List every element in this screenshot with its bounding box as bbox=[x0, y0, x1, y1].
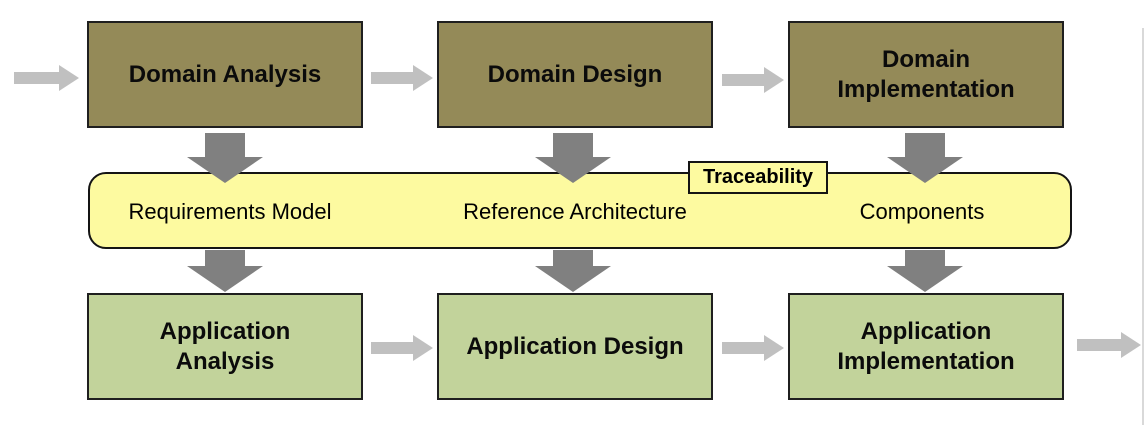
box-label: Domain Implementation bbox=[837, 46, 1015, 103]
arrow-shaft bbox=[905, 250, 945, 266]
arrow-head bbox=[413, 335, 433, 361]
arrow-shaft bbox=[205, 133, 245, 157]
box-label: Application Implementation bbox=[837, 318, 1015, 375]
box-label: Domain Analysis bbox=[128, 60, 322, 88]
down-arrow-to-application-design-icon bbox=[535, 250, 611, 292]
reference-architecture-label: Reference Architecture bbox=[463, 199, 687, 224]
arrow-head bbox=[764, 67, 784, 93]
arrow-application-design-to-implementation-icon bbox=[722, 335, 784, 361]
arrow-shaft bbox=[371, 72, 413, 84]
arrow-head bbox=[1121, 332, 1141, 358]
arrow-shaft bbox=[1077, 339, 1121, 351]
domain-design-box: Domain Design bbox=[437, 21, 713, 128]
arrow-application-analysis-to-design-icon bbox=[371, 335, 433, 361]
page-edge-line bbox=[1142, 28, 1144, 425]
arrow-head bbox=[187, 157, 263, 183]
arrow-head bbox=[887, 266, 963, 292]
arrow-head bbox=[59, 65, 79, 91]
arrow-shaft bbox=[722, 342, 764, 354]
entry-arrow-icon bbox=[14, 65, 79, 91]
arrow-shaft bbox=[553, 133, 593, 157]
arrow-head bbox=[535, 157, 611, 183]
down-arrow-domain-implementation-icon bbox=[887, 133, 963, 183]
exit-arrow-icon bbox=[1077, 332, 1141, 358]
arrow-shaft bbox=[553, 250, 593, 266]
down-arrow-domain-design-icon bbox=[535, 133, 611, 183]
components-label: Components bbox=[859, 199, 985, 224]
domain-implementation-box: Domain Implementation bbox=[788, 21, 1064, 128]
arrow-shaft bbox=[722, 74, 764, 86]
box-label: Application Analysis bbox=[159, 318, 291, 375]
application-analysis-box: Application Analysis bbox=[87, 293, 363, 400]
requirements-model-label: Requirements Model bbox=[128, 199, 332, 224]
arrow-shaft bbox=[371, 342, 413, 354]
traceability-tag-label: Traceability bbox=[703, 166, 814, 188]
domain-analysis-box: Domain Analysis bbox=[87, 21, 363, 128]
application-implementation-box: Application Implementation bbox=[788, 293, 1064, 400]
arrow-domain-design-to-implementation-icon bbox=[722, 67, 784, 93]
arrow-head bbox=[887, 157, 963, 183]
arrow-head bbox=[187, 266, 263, 292]
arrow-head bbox=[413, 65, 433, 91]
arrow-domain-analysis-to-design-icon bbox=[371, 65, 433, 91]
arrow-head bbox=[535, 266, 611, 292]
box-label: Domain Design bbox=[487, 60, 663, 88]
traceability-tag: Traceability bbox=[688, 161, 829, 194]
arrow-shaft bbox=[14, 72, 59, 84]
down-arrow-domain-analysis-icon bbox=[187, 133, 263, 183]
down-arrow-to-application-implementation-icon bbox=[887, 250, 963, 292]
arrow-shaft bbox=[205, 250, 245, 266]
down-arrow-to-application-analysis-icon bbox=[187, 250, 263, 292]
arrow-shaft bbox=[905, 133, 945, 157]
box-label: Application Design bbox=[466, 332, 684, 360]
arrow-head bbox=[764, 335, 784, 361]
application-design-box: Application Design bbox=[437, 293, 713, 400]
